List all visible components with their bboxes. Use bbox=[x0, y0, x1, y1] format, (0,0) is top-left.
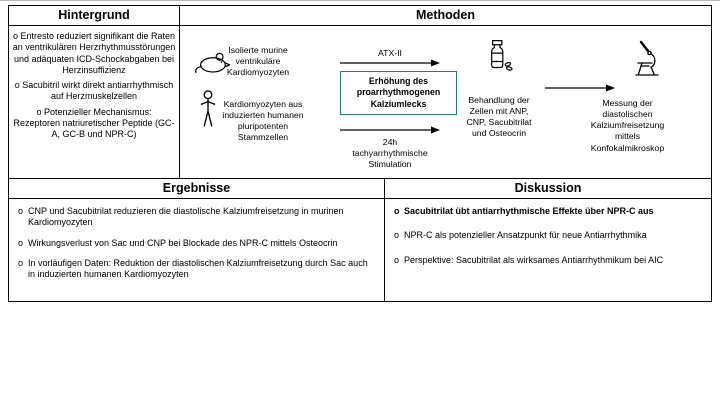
section-title-diskussion: Diskussion bbox=[385, 179, 711, 199]
hintergrund-body: Entresto reduziert signifikant die Raten… bbox=[9, 26, 179, 189]
list-item: CNP und Sacubitrilat reduzieren die dias… bbox=[17, 206, 376, 229]
section-hintergrund: Hintergrund Entresto reduziert signifika… bbox=[8, 5, 180, 179]
bullet-text: Sacubitril wirkt direkt antiarrhythmisch… bbox=[15, 80, 174, 101]
ipsc-cardiomyocytes-label: Kardiomyozyten aus induzierten humanen p… bbox=[222, 99, 304, 143]
arrow-icon bbox=[340, 126, 440, 134]
bullet-text: CNP und Sacubitrilat reduzieren die dias… bbox=[28, 206, 344, 228]
microscope-icon bbox=[635, 40, 659, 76]
methoden-flow: Isolierte murine ventrikuläre Kardiomyoz… bbox=[180, 26, 711, 179]
atx2-label: ATX-II bbox=[378, 48, 402, 58]
bullet-text: Wirkungsverlust von Sac und CNP bei Bloc… bbox=[28, 237, 338, 248]
ergebnisse-body: CNP und Sacubitrilat reduzieren die dias… bbox=[9, 199, 384, 309]
diskussion-body: Sacubitrilat übt antiarrhythmische Effek… bbox=[385, 199, 711, 309]
murine-cardiomyocytes-label: Isolierte murine ventrikuläre Kardiomyoz… bbox=[226, 45, 290, 78]
human-icon bbox=[200, 90, 216, 127]
mouse-icon bbox=[195, 52, 231, 74]
section-ergebnisse: Ergebnisse CNP und Sacubitrilat reduzier… bbox=[8, 178, 385, 302]
treatment-label: Behandlung der Zellen mit ANP, CNP, Sacu… bbox=[466, 95, 532, 139]
arrow-icon bbox=[340, 59, 440, 67]
list-item: Wirkungsverlust von Sac und CNP bei Bloc… bbox=[17, 237, 376, 250]
bullet-text: NPR-C als potenzieller Ansatzpunkt für n… bbox=[404, 230, 647, 241]
calcium-leak-box: Erhöhung des proarrhythmogenen Kalziumle… bbox=[340, 71, 457, 115]
bullet-text: Sacubitrilat übt antiarrhythmische Effek… bbox=[404, 206, 654, 216]
list-item: Potenzieller Mechanismus: Rezeptoren nat… bbox=[12, 107, 176, 141]
bullet-text: Perspektive: Sacubitrilat als wirksames … bbox=[404, 254, 664, 265]
list-item: Sacubitril wirkt direkt antiarrhythmisch… bbox=[12, 80, 176, 103]
bullet-text: In vorläufigen Daten: Reduktion der dias… bbox=[28, 257, 368, 279]
list-item: NPR-C als potenzieller Ansatzpunkt für n… bbox=[393, 230, 703, 242]
list-item: Perspektive: Sacubitrilat als wirksames … bbox=[393, 254, 703, 267]
arrow-icon bbox=[545, 84, 615, 92]
pill-bottle-icon bbox=[491, 40, 513, 71]
bullet-text: Potenzieller Mechanismus: Rezeptoren nat… bbox=[13, 107, 174, 140]
list-item: In vorläufigen Daten: Reduktion der dias… bbox=[17, 258, 376, 281]
section-diskussion: Diskussion Sacubitrilat übt antiarrhythm… bbox=[384, 178, 712, 302]
list-item: Entresto reduziert signifikant die Raten… bbox=[12, 31, 176, 76]
section-title-hintergrund: Hintergrund bbox=[9, 6, 179, 26]
measurement-label: Messung der diastolischen Kalziumfreiset… bbox=[590, 98, 665, 153]
calcium-leak-text: Erhöhung des proarrhythmogenen Kalziumle… bbox=[356, 75, 441, 109]
section-methoden: Methoden Isolierte murine ventrikuläre K… bbox=[179, 5, 712, 179]
bullet-text: Entresto reduziert signifikant die Raten… bbox=[13, 31, 176, 75]
list-item: Sacubitrilat übt antiarrhythmische Effek… bbox=[393, 206, 703, 218]
section-title-ergebnisse: Ergebnisse bbox=[9, 179, 384, 199]
stimulation-label: 24h tachyarrhythmische Stimulation bbox=[352, 137, 428, 170]
section-title-methoden: Methoden bbox=[180, 6, 711, 26]
